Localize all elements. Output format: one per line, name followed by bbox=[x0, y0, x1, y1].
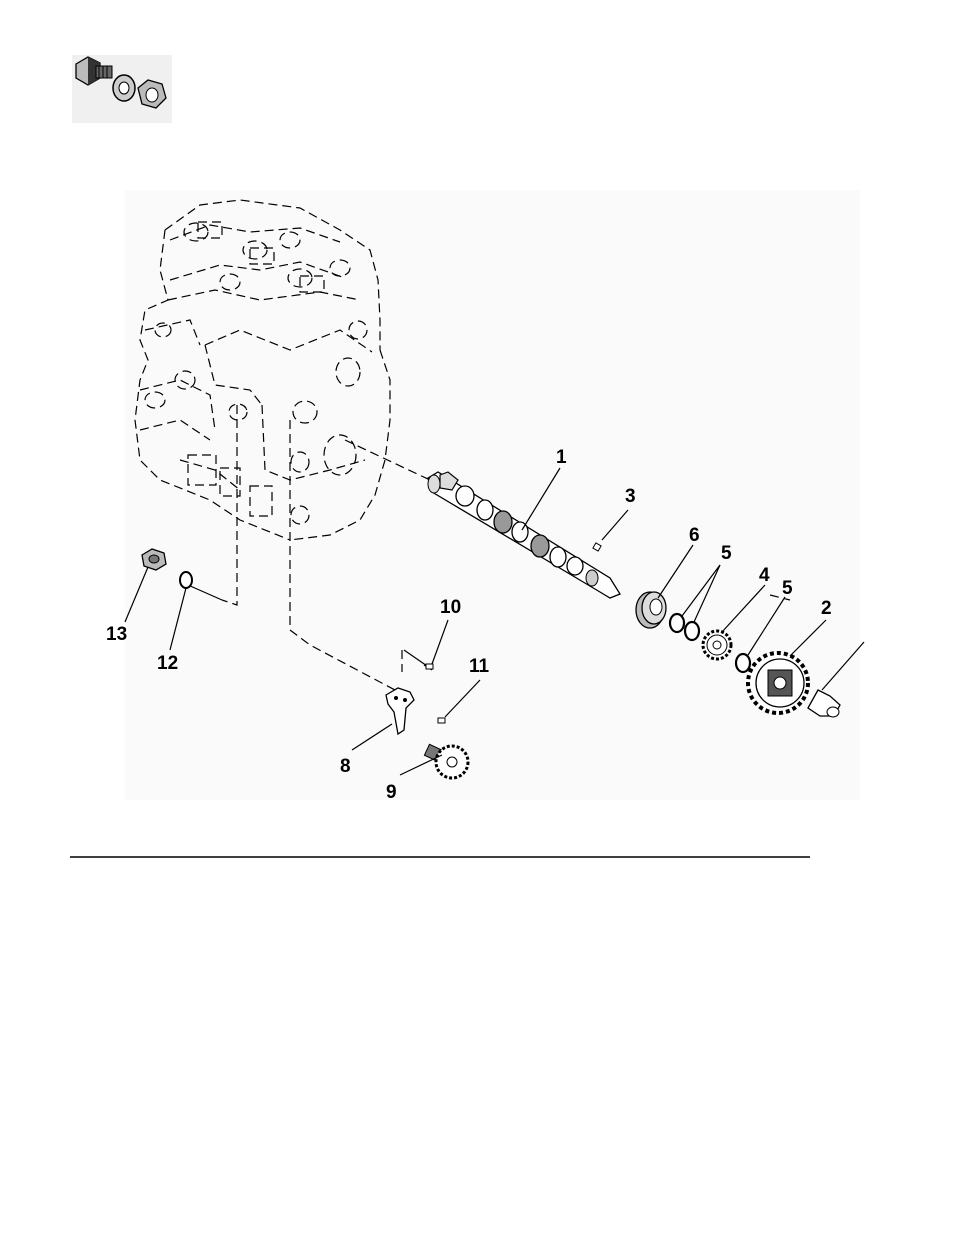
callout-5a: 5 bbox=[721, 543, 732, 564]
callout-10: 10 bbox=[440, 597, 461, 618]
callout-13: 13 bbox=[106, 624, 127, 645]
callout-9: 9 bbox=[386, 782, 397, 803]
cam-gear bbox=[748, 653, 808, 713]
callout-12: 12 bbox=[157, 653, 178, 674]
small-gear bbox=[703, 631, 731, 659]
callout-3: 3 bbox=[625, 486, 636, 507]
bolt-washer-nut-icon bbox=[72, 55, 172, 123]
callout-11: 11 bbox=[469, 656, 490, 677]
callout-8: 8 bbox=[340, 756, 351, 777]
callout-1: 1 bbox=[556, 447, 567, 468]
callout-5b: 5 bbox=[782, 578, 793, 599]
callout-6: 6 bbox=[689, 525, 700, 546]
callout-4: 4 bbox=[759, 565, 770, 586]
callout-2: 2 bbox=[821, 598, 832, 619]
engine-block-phantom bbox=[125, 190, 860, 800]
